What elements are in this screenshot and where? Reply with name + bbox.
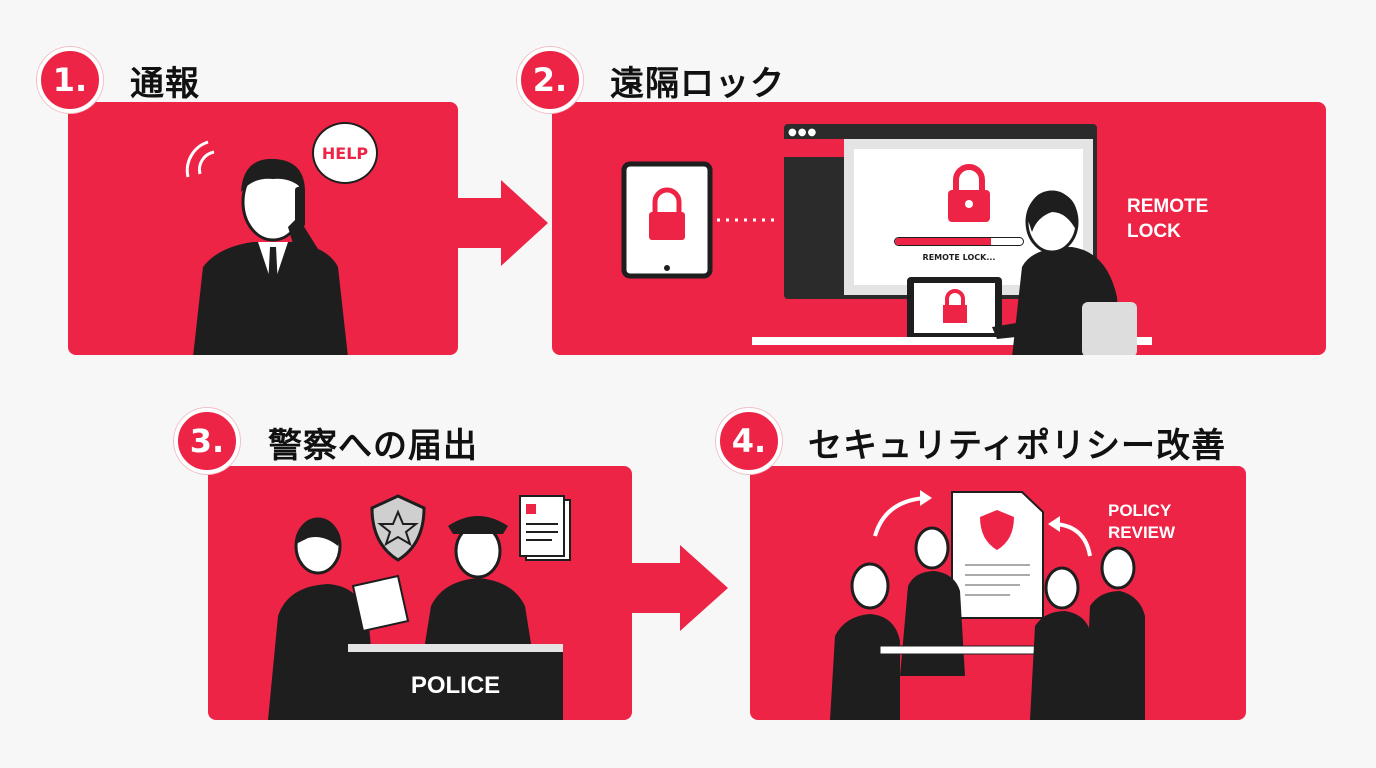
remote-lock-label: REMOTE LOCK [1127,196,1209,242]
lock-progress-bar [894,237,1024,246]
policy-review-label: POLICY REVIEW [1108,501,1176,542]
connection-dots [717,218,777,222]
arrow-right-2 [630,545,728,631]
step-2-panel: ●●● REMOTE LOCK... REMOTE LOCK [552,102,1326,355]
window-dots-icon: ●●● [788,127,818,138]
meeting-team-illustration [830,526,1145,720]
lock-icon [948,164,990,222]
police-officer-illustration [423,516,533,656]
police-badge-icon [370,494,426,562]
step-4-panel: POLICY REVIEW [750,466,1246,720]
step-4-badge: 4. [716,408,782,474]
step-1-panel: HELP [68,102,458,355]
businessman-on-phone-illustration [193,158,348,355]
wifi-signal-icon [185,140,215,178]
step-2-badge: 2. [517,47,583,113]
tablet-lock-illustration [621,161,713,279]
step-3-badge: 3. [174,408,240,474]
help-speech-bubble: HELP [312,122,378,184]
police-desk-label: POLICE [410,672,501,699]
step-1-badge: 1. [37,47,103,113]
step-3-panel: POLICE [208,466,632,720]
step-4-title: セキュリティポリシー改善 [808,426,1226,466]
step-2-title: 遠隔ロック [610,64,785,104]
cycle-arrows-icon [873,490,1092,557]
operator-at-laptop-illustration [752,190,1152,355]
step-1-title: 通報 [130,64,200,104]
arrow-right-1 [456,180,548,266]
document-icon [519,495,571,561]
step-3-title: 警察への届出 [268,426,478,466]
shield-icon [784,139,844,157]
admin-monitor: ●●● REMOTE LOCK... [784,124,1097,299]
police-desk [348,644,563,720]
progress-text: REMOTE LOCK... [922,253,996,262]
